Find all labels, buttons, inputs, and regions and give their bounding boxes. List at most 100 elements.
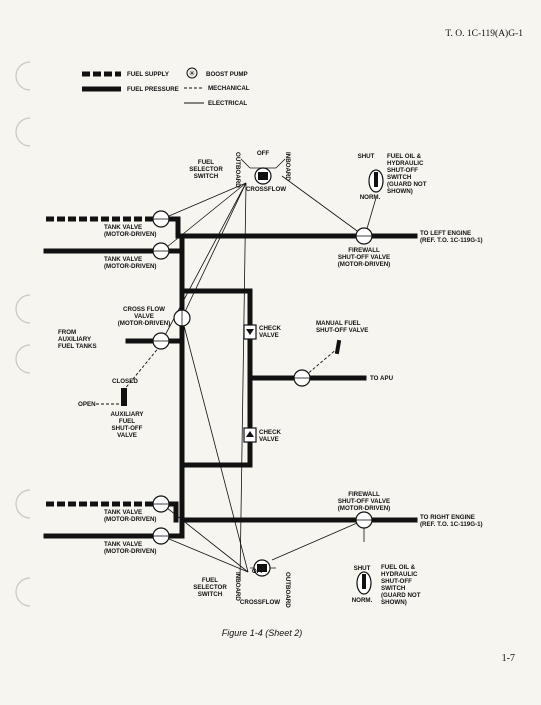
svg-text:VALVE: VALVE [117,432,137,439]
svg-text:HYDRAULIC: HYDRAULIC [381,571,418,578]
svg-text:TO RIGHT ENGINE: TO RIGHT ENGINE [420,514,475,521]
check-valve-loop [179,288,253,468]
svg-text:SELECTOR: SELECTOR [189,166,223,173]
sel-bottom-outboard: OUTBOARD [284,572,291,608]
svg-text:FUEL: FUEL [198,159,214,166]
svg-text:CHECK: CHECK [259,325,282,332]
to-right-engine-label: TO RIGHT ENGINE (REF. T.O. 1C-119G-1) [420,514,483,528]
firewall-valve-bottom [355,511,373,529]
fuel-selector-bottom-label: FUEL SELECTOR SWITCH [193,577,227,598]
fuel-supply-lines [46,216,156,507]
svg-text:(MOTOR-DRIVEN): (MOTOR-DRIVEN) [104,231,156,238]
svg-text:FIREWALL: FIREWALL [348,247,380,254]
legend-fuel-pressure-label: FUEL PRESSURE [127,86,179,93]
svg-text:(MOTOR-DRIVEN): (MOTOR-DRIVEN) [338,261,390,268]
fuel-selector-switch-top [240,158,286,185]
svg-text:(MOTOR-DRIVEN): (MOTOR-DRIVEN) [104,548,156,555]
legend-electrical-label: ELECTRICAL [208,100,247,107]
legend-boost-pump-label: BOOST PUMP [206,71,248,78]
svg-text:VALVE: VALVE [259,332,279,339]
manual-fuel-label: MANUAL FUEL SHUT-OFF VALVE [316,320,368,334]
svg-text:FIREWALL: FIREWALL [348,491,380,498]
tank-valve-top-a-label: TANK VALVE (MOTOR-DRIVEN) [104,224,156,238]
svg-text:TANK VALVE: TANK VALVE [104,224,142,231]
svg-text:✳: ✳ [189,69,196,78]
svg-text:(MOTOR-DRIVEN): (MOTOR-DRIVEN) [118,320,170,327]
firewall-valve-top [355,227,373,245]
pressure-line-top-tank-a [163,216,181,239]
aux-valve-label: AUXILIARY FUEL SHUT-OFF VALVE [110,411,144,439]
boost-pump-icon: ✳ [186,67,198,79]
sel-top-outboard: OUTBOARD [234,152,241,188]
sel-top-off: OFF [257,150,270,157]
svg-text:SHUT-OFF VALVE: SHUT-OFF VALVE [316,327,368,334]
svg-text:CROSS FLOW: CROSS FLOW [123,306,165,313]
svg-text:(GUARD NOT: (GUARD NOT [381,592,421,599]
svg-text:SHUT-OFF VALVE: SHUT-OFF VALVE [338,254,390,261]
legend-fuel-supply-label: FUEL SUPPLY [127,71,170,78]
tank-valve-bottom-b [152,527,170,545]
fuel-pressure-lines [43,216,418,539]
check-valve-upper [243,324,257,340]
cross-flow-valve-label: CROSS FLOW VALVE (MOTOR-DRIVEN) [118,306,170,327]
svg-text:SWITCH: SWITCH [387,174,412,181]
svg-text:FUEL: FUEL [202,577,218,584]
svg-text:FUEL OIL &: FUEL OIL & [381,564,416,571]
svg-text:(MOTOR-DRIVEN): (MOTOR-DRIVEN) [104,263,156,270]
svg-text:SHUT-OFF: SHUT-OFF [381,578,412,585]
apu-valve [293,369,311,387]
svg-text:VALVE: VALVE [259,436,279,443]
svg-text:FUEL TANKS: FUEL TANKS [58,343,97,350]
svg-text:SWITCH: SWITCH [194,173,219,180]
svg-text:CHECK: CHECK [259,429,282,436]
svg-text:AUXILIARY: AUXILIARY [58,336,92,343]
tank-valve-bottom-b-label: TANK VALVE (MOTOR-DRIVEN) [104,541,156,555]
svg-text:FUEL: FUEL [119,418,135,425]
tank-valve-top-b-label: TANK VALVE (MOTOR-DRIVEN) [104,256,156,270]
aux-shutoff-handle-icon [121,388,127,406]
page-number: 1-7 [502,653,515,664]
sel-bottom-crossflow: CROSSFLOW [240,599,280,606]
svg-text:TANK VALVE: TANK VALVE [104,541,142,548]
svg-text:AUXILIARY: AUXILIARY [110,411,144,418]
aux-tank-valve [152,332,170,350]
firewall-bottom-label: FIREWALL SHUT-OFF VALVE (MOTOR-DRIVEN) [338,491,390,512]
fuel-oil-switch-bottom-label: FUEL OIL & HYDRAULIC SHUT-OFF SWITCH (GU… [381,564,421,606]
svg-text:TO LEFT ENGINE: TO LEFT ENGINE [420,230,471,237]
svg-text:(MOTOR-DRIVEN): (MOTOR-DRIVEN) [338,505,390,512]
svg-text:(REF. T.O. 1C-119G-1): (REF. T.O. 1C-119G-1) [420,521,483,528]
figure-caption: Figure 1-4 (Sheet 2) [222,628,303,638]
norm-top: NORM. [360,194,381,201]
to-apu-label: TO APU [370,375,394,382]
fuel-oil-switch-bottom-icon [356,571,372,595]
svg-text:TANK VALVE: TANK VALVE [104,509,142,516]
svg-text:SHUT-OFF: SHUT-OFF [387,167,418,174]
sel-bottom-off: OFF [252,568,265,575]
svg-text:SHUT-OFF VALVE: SHUT-OFF VALVE [338,498,390,505]
svg-text:(GUARD NOT: (GUARD NOT [387,181,427,188]
svg-text:SWITCH: SWITCH [381,585,406,592]
firewall-top-label: FIREWALL SHUT-OFF VALVE (MOTOR-DRIVEN) [338,247,390,268]
svg-text:FROM: FROM [58,329,76,336]
svg-text:VALVE: VALVE [134,313,154,320]
svg-text:MANUAL FUEL: MANUAL FUEL [316,320,361,327]
fuel-oil-switch-top-label: FUEL OIL & HYDRAULIC SHUT-OFF SWITCH (GU… [387,153,427,195]
svg-text:SELECTOR: SELECTOR [193,584,227,591]
tank-valve-bottom-a-label: TANK VALVE (MOTOR-DRIVEN) [104,509,156,523]
cross-flow-valve [173,309,191,327]
svg-text:(REF. T.O. 1C-119G-1): (REF. T.O. 1C-119G-1) [420,237,483,244]
legend-mechanical-label: MECHANICAL [208,85,250,92]
binder-holes [15,61,31,607]
shut-top: SHUT [358,153,375,160]
fuel-oil-switch-top-icon [368,169,384,193]
check-valve-lower-label: CHECK VALVE [259,429,282,443]
check-valve-lower [243,427,257,443]
svg-text:SHOWN): SHOWN) [387,188,413,195]
to-left-engine-label: TO LEFT ENGINE (REF. T.O. 1C-119G-1) [420,230,483,244]
fuel-selector-top-label: FUEL SELECTOR SWITCH [189,159,223,180]
doc-number: T. O. 1C-119(A)G-1 [445,28,523,39]
shut-bottom: SHUT [354,565,371,572]
open-label: OPEN [78,401,96,408]
from-aux-label: FROM AUXILIARY FUEL TANKS [58,329,97,350]
